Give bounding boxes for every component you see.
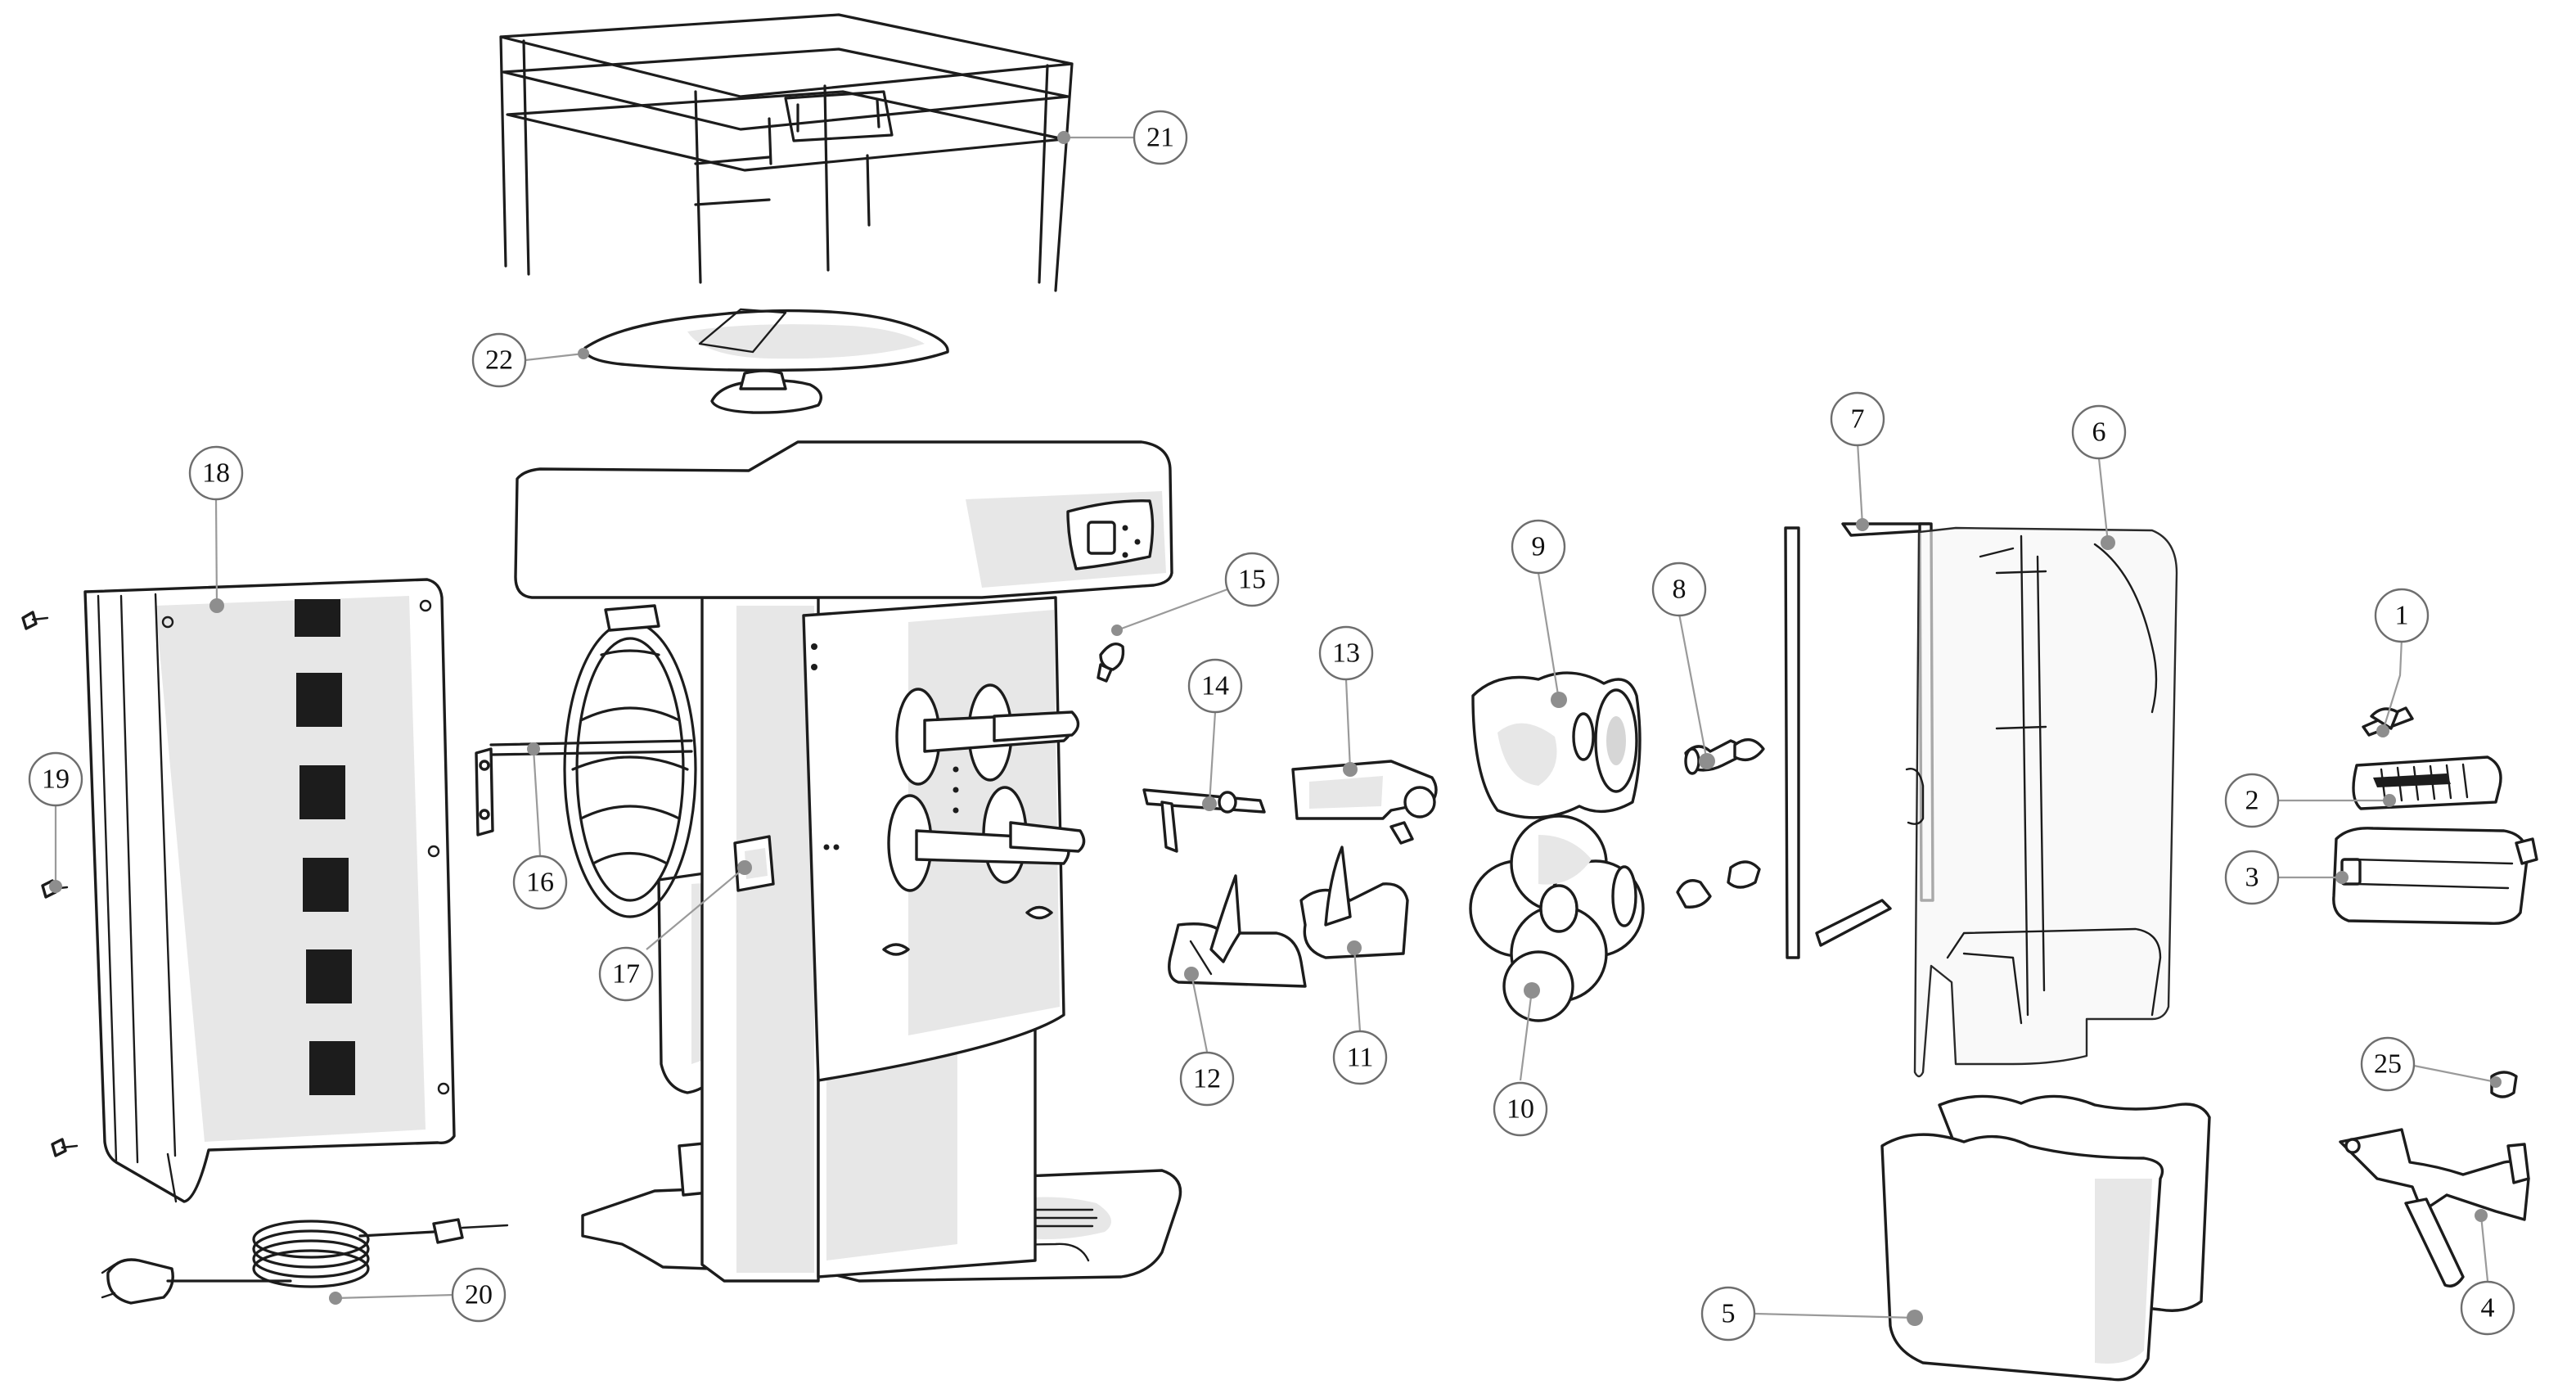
part-19-screws bbox=[21, 611, 79, 1157]
part-16-guard-bracket bbox=[475, 604, 697, 918]
panel-vent-slots bbox=[295, 599, 355, 1095]
leader-lines bbox=[54, 136, 2497, 1319]
callout-label: 15 bbox=[1238, 565, 1266, 595]
callout-11: 11 bbox=[1332, 1030, 1388, 1085]
callout-19: 19 bbox=[28, 751, 83, 807]
callout-label: 9 bbox=[1532, 532, 1546, 562]
callout-label: 20 bbox=[465, 1280, 493, 1310]
part-8-connectors bbox=[1676, 737, 1765, 909]
callout-3: 3 bbox=[2224, 850, 2280, 905]
part-1-key bbox=[2362, 706, 2414, 737]
callout-label: 3 bbox=[2245, 863, 2259, 893]
part-7-rod bbox=[1784, 522, 1934, 959]
callout-label: 12 bbox=[1193, 1064, 1221, 1094]
main-body-assembly bbox=[514, 440, 1182, 1283]
callout-2: 2 bbox=[2224, 773, 2280, 828]
callout-label: 11 bbox=[1347, 1043, 1374, 1073]
callout-5: 5 bbox=[1700, 1286, 1756, 1342]
callout-label: 19 bbox=[42, 764, 70, 795]
part-11-peeler bbox=[1299, 846, 1409, 959]
callout-8: 8 bbox=[1651, 561, 1707, 617]
callout-label: 21 bbox=[1146, 123, 1174, 153]
callout-label: 1 bbox=[2395, 601, 2409, 631]
part-5-containers bbox=[1880, 1094, 2211, 1382]
callout-label: 7 bbox=[1851, 404, 1865, 435]
callout-16: 16 bbox=[512, 855, 568, 910]
callout-label: 22 bbox=[485, 345, 513, 376]
callout-label: 16 bbox=[526, 868, 554, 898]
callout-label: 25 bbox=[2374, 1049, 2402, 1080]
callout-label: 17 bbox=[612, 959, 640, 990]
part-22-lid bbox=[583, 308, 949, 414]
callout-label: 6 bbox=[2092, 417, 2106, 448]
callout-7: 7 bbox=[1830, 391, 1885, 447]
callout-label: 5 bbox=[1722, 1299, 1736, 1329]
callout-25: 25 bbox=[2360, 1036, 2416, 1092]
callout-13: 13 bbox=[1318, 625, 1374, 681]
leader-dots bbox=[49, 131, 2502, 1326]
callout-label: 14 bbox=[1201, 671, 1229, 701]
callout-label: 10 bbox=[1506, 1094, 1534, 1125]
part-9-cup bbox=[1471, 671, 1642, 819]
callout-14: 14 bbox=[1187, 658, 1243, 714]
callout-4: 4 bbox=[2460, 1280, 2515, 1336]
callout-20: 20 bbox=[451, 1267, 507, 1323]
part-10-cup-cluster bbox=[1469, 814, 1645, 1022]
part-6-cover bbox=[1905, 526, 2178, 1078]
callout-18: 18 bbox=[188, 445, 244, 501]
part-21-wire-basket bbox=[499, 13, 1074, 292]
callout-label: 4 bbox=[2481, 1293, 2495, 1324]
part-13-blade-holder bbox=[1291, 760, 1438, 845]
callout-21: 21 bbox=[1133, 110, 1188, 165]
part-4-lever bbox=[2339, 1128, 2530, 1288]
callout-label: 13 bbox=[1332, 638, 1360, 669]
part-18-side-panel bbox=[83, 578, 456, 1203]
callout-label: 2 bbox=[2245, 786, 2259, 816]
callout-10: 10 bbox=[1493, 1081, 1548, 1137]
part-15-clip bbox=[1097, 643, 1125, 683]
part-20-power-cord bbox=[101, 1218, 509, 1305]
callout-1: 1 bbox=[2374, 588, 2430, 643]
part-12-peeler bbox=[1168, 874, 1307, 988]
callout-label: 18 bbox=[202, 458, 230, 489]
callout-17: 17 bbox=[598, 946, 654, 1002]
callout-22: 22 bbox=[471, 332, 527, 388]
part-3-tray bbox=[2332, 827, 2538, 925]
callout-6: 6 bbox=[2071, 404, 2127, 460]
part-17-clip bbox=[733, 835, 775, 892]
callout-label: 8 bbox=[1673, 575, 1687, 605]
callout-15: 15 bbox=[1224, 552, 1280, 607]
callout-12: 12 bbox=[1179, 1051, 1235, 1107]
callout-9: 9 bbox=[1511, 519, 1566, 575]
